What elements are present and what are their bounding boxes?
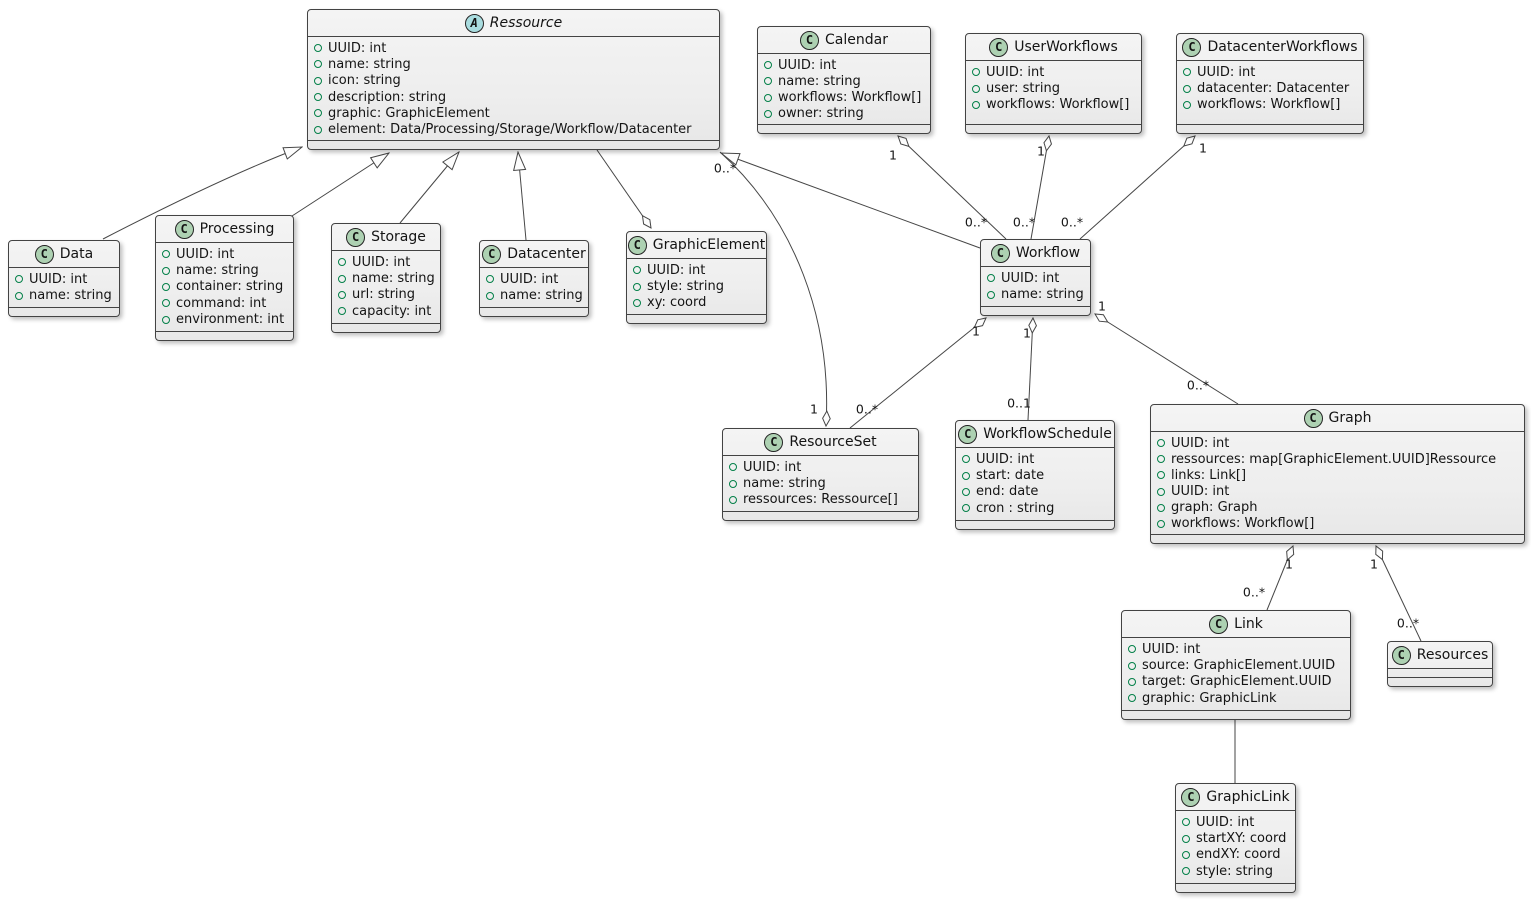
edge-data-ressource-inheritance [102, 147, 302, 240]
edge-storage-ressource-inheritance [399, 152, 459, 224]
edge-workflow-resourceset-aggregation [849, 317, 987, 429]
edge-graph-link-aggregation [1266, 544, 1295, 611]
edge-processing-ressource-inheritance [291, 153, 389, 217]
edge-userworkflows-workflow-aggregation [1030, 134, 1053, 240]
edge-calendar-workflow-aggregation [897, 135, 1007, 240]
edge-graph-resources-aggregation [1375, 545, 1422, 642]
edge-workflow-graph-aggregation [1094, 313, 1239, 405]
edge-workflow-ressource-inheritance [721, 153, 981, 249]
edge-ressource-graphicelement-aggregation [596, 149, 652, 229]
edge-datacenterworkflows-workflow-aggregation [1079, 135, 1196, 240]
edge-workflow-workflowschedule-aggregation [1027, 316, 1037, 421]
edge-resourceset-ressource-aggregation [719, 151, 831, 428]
edge-datacenter-ressource-inheritance [518, 152, 527, 241]
